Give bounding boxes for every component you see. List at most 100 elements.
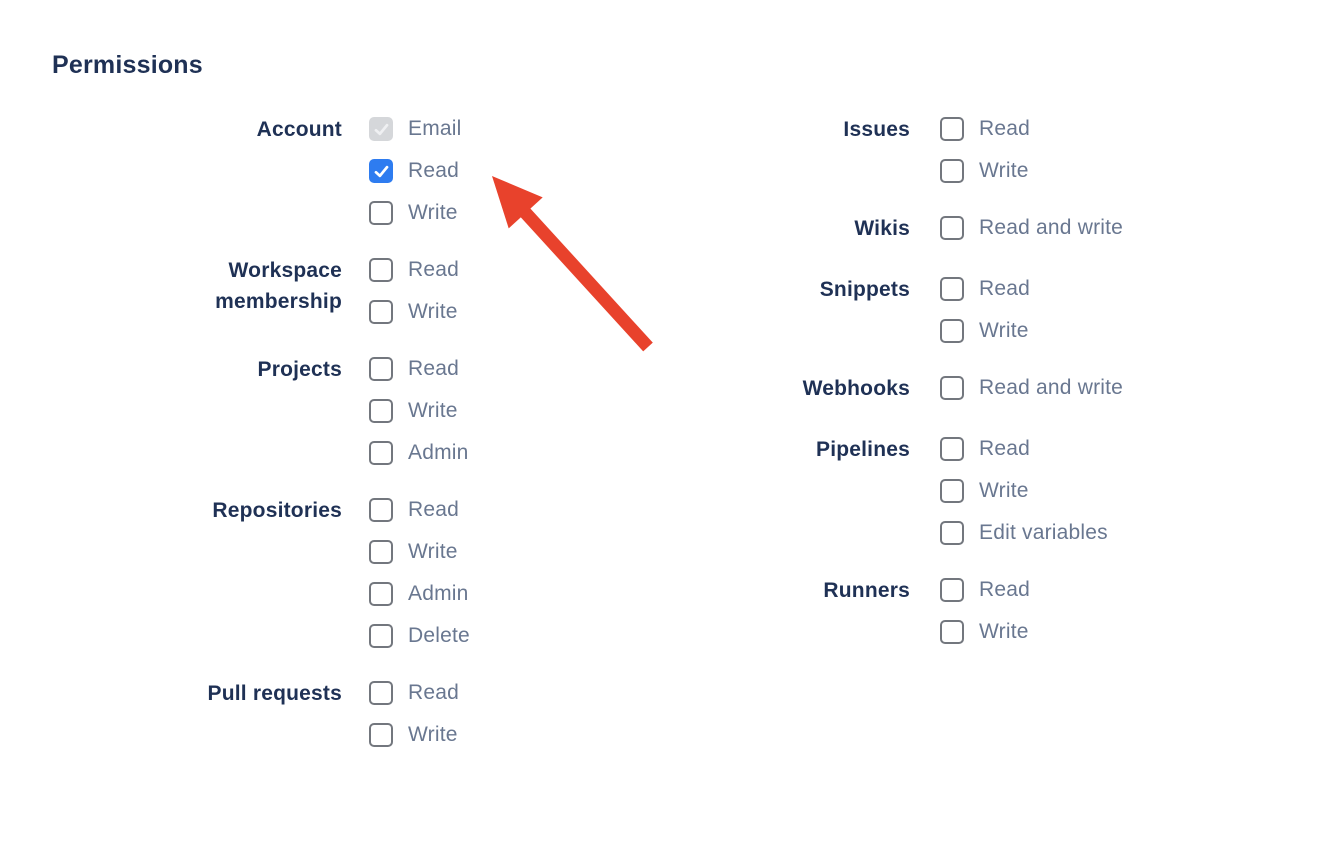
checkbox-label: Read	[979, 117, 1031, 140]
checkbox-repositories-read[interactable]	[369, 498, 393, 522]
checkbox-option-projects-write[interactable]: Write	[369, 399, 469, 423]
perm-group-repositories: Repositories Read Write	[142, 498, 670, 648]
group-label-pull-requests: Pull requests	[207, 682, 342, 705]
checkbox-snippets-read[interactable]	[940, 277, 964, 301]
checkbox-option-account-email: Email	[369, 117, 462, 141]
checkbox-option-issues-write[interactable]: Write	[940, 159, 1030, 183]
group-label-workspace-membership: Workspace membership	[215, 259, 342, 313]
checkbox-option-snippets-read[interactable]: Read	[940, 277, 1030, 301]
perm-group-pipelines: Pipelines Read Write	[670, 437, 1123, 545]
checkbox-label: Admin	[408, 582, 469, 605]
checkbox-issues-write[interactable]	[940, 159, 964, 183]
checkbox-repositories-write[interactable]	[369, 540, 393, 564]
checkbox-account-read[interactable]	[369, 159, 393, 183]
checkbox-label: Write	[408, 540, 458, 563]
checkbox-label: Write	[408, 201, 458, 224]
checkbox-label: Write	[979, 319, 1029, 342]
checkbox-runners-write[interactable]	[940, 620, 964, 644]
checkbox-snippets-write[interactable]	[940, 319, 964, 343]
checkbox-webhooks-read-write[interactable]	[940, 376, 964, 400]
checkbox-issues-read[interactable]	[940, 117, 964, 141]
perm-group-runners: Runners Read Write	[670, 578, 1123, 644]
checkbox-option-repositories-write[interactable]: Write	[369, 540, 470, 564]
checkbox-label: Admin	[408, 441, 469, 464]
checkbox-option-workspace-read[interactable]: Read	[369, 258, 459, 282]
checkbox-label: Write	[408, 300, 458, 323]
checkbox-label: Write	[979, 620, 1029, 643]
perm-group-projects: Projects Read Write	[142, 357, 670, 465]
checkbox-label: Read	[408, 498, 460, 521]
checkbox-option-repositories-delete[interactable]: Delete	[369, 624, 470, 648]
checkmark-icon	[374, 165, 388, 177]
permissions-column-right: Issues Read Write	[670, 117, 1123, 677]
perm-group-workspace-membership: Workspace membership Read Write	[142, 258, 670, 324]
checkbox-option-snippets-write[interactable]: Write	[940, 319, 1030, 343]
checkbox-label: Write	[979, 159, 1029, 182]
checkbox-label: Read	[979, 578, 1031, 601]
checkbox-option-repositories-read[interactable]: Read	[369, 498, 470, 522]
checkbox-pipelines-write[interactable]	[940, 479, 964, 503]
group-label-repositories: Repositories	[212, 499, 342, 522]
checkbox-option-repositories-admin[interactable]: Admin	[369, 582, 470, 606]
checkbox-label: Delete	[408, 624, 470, 647]
checkbox-option-runners-read[interactable]: Read	[940, 578, 1030, 602]
perm-group-issues: Issues Read Write	[670, 117, 1123, 183]
checkbox-label: Read	[408, 258, 460, 281]
checkbox-option-pull-requests-write[interactable]: Write	[369, 723, 459, 747]
checkbox-option-pipelines-edit-variables[interactable]: Edit variables	[940, 521, 1108, 545]
checkbox-repositories-admin[interactable]	[369, 582, 393, 606]
checkbox-label: Read	[408, 357, 460, 380]
checkbox-label: Read and write	[979, 376, 1124, 399]
group-label-runners: Runners	[823, 579, 910, 602]
checkbox-label: Read	[979, 437, 1031, 460]
checkbox-label: Write	[979, 479, 1029, 502]
checkbox-projects-write[interactable]	[369, 399, 393, 423]
checkbox-label: Read and write	[979, 216, 1124, 239]
checkbox-label: Write	[408, 723, 458, 746]
checkbox-label: Email	[408, 117, 462, 140]
checkbox-option-wikis-read-write[interactable]: Read and write	[940, 216, 1123, 240]
checkbox-pipelines-edit-variables[interactable]	[940, 521, 964, 545]
checkbox-option-account-read[interactable]: Read	[369, 159, 462, 183]
group-label-pipelines: Pipelines	[815, 438, 910, 461]
checkbox-workspace-read[interactable]	[369, 258, 393, 282]
checkbox-option-account-write[interactable]: Write	[369, 201, 462, 225]
group-label-snippets: Snippets	[819, 278, 910, 301]
checkbox-workspace-write[interactable]	[369, 300, 393, 324]
checkbox-option-projects-admin[interactable]: Admin	[369, 441, 469, 465]
checkbox-pipelines-read[interactable]	[940, 437, 964, 461]
checkbox-option-runners-write[interactable]: Write	[940, 620, 1030, 644]
checkbox-option-projects-read[interactable]: Read	[369, 357, 469, 381]
checkbox-label: Read	[408, 159, 460, 182]
group-label-account: Account	[256, 118, 342, 141]
permissions-columns: Account Email Read	[52, 117, 1322, 780]
group-label-issues: Issues	[843, 118, 910, 141]
checkbox-runners-read[interactable]	[940, 578, 964, 602]
perm-group-account: Account Email Read	[142, 117, 670, 225]
checkbox-option-pull-requests-read[interactable]: Read	[369, 681, 459, 705]
checkbox-repositories-delete[interactable]	[369, 624, 393, 648]
group-label-webhooks: Webhooks	[802, 377, 910, 400]
checkbox-wikis-read-write[interactable]	[940, 216, 964, 240]
perm-group-webhooks: Webhooks Read and write	[670, 376, 1123, 404]
perm-group-wikis: Wikis Read and write	[670, 216, 1123, 244]
checkbox-option-issues-read[interactable]: Read	[940, 117, 1030, 141]
checkbox-account-write[interactable]	[369, 201, 393, 225]
checkbox-pull-requests-read[interactable]	[369, 681, 393, 705]
checkbox-option-workspace-write[interactable]: Write	[369, 300, 459, 324]
group-label-wikis: Wikis	[854, 217, 910, 240]
checkbox-account-email	[369, 117, 393, 141]
checkbox-label: Read	[979, 277, 1031, 300]
checkbox-projects-admin[interactable]	[369, 441, 393, 465]
checkmark-icon	[374, 123, 388, 135]
checkbox-pull-requests-write[interactable]	[369, 723, 393, 747]
perm-group-snippets: Snippets Read Write	[670, 277, 1123, 343]
checkbox-option-webhooks-read-write[interactable]: Read and write	[940, 376, 1123, 400]
checkbox-option-pipelines-write[interactable]: Write	[940, 479, 1108, 503]
permissions-column-left: Account Email Read	[52, 117, 670, 780]
checkbox-projects-read[interactable]	[369, 357, 393, 381]
page-title: Permissions	[52, 51, 203, 79]
group-label-projects: Projects	[257, 358, 342, 381]
checkbox-option-pipelines-read[interactable]: Read	[940, 437, 1108, 461]
